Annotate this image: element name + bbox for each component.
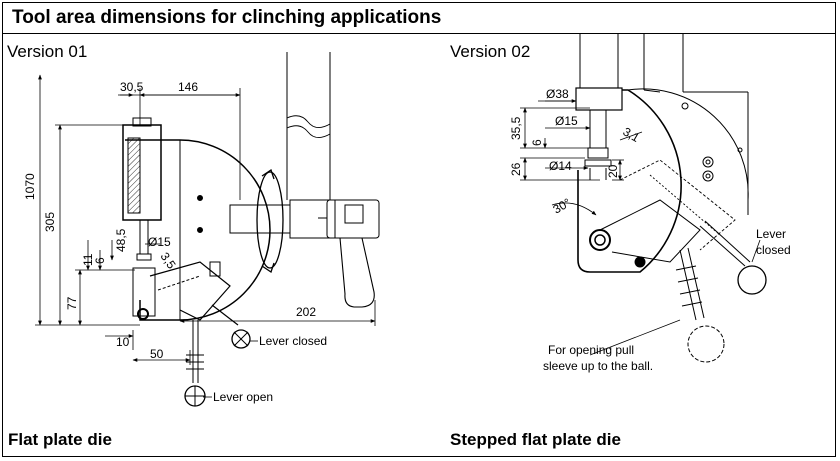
dim-26: 26: [509, 162, 523, 176]
version-02-dimensions: [520, 99, 761, 356]
caption-flat-plate-die: Flat plate die: [8, 430, 112, 449]
dim-3-1: 3,1: [621, 124, 643, 145]
version-01-dimensions: [35, 74, 376, 398]
outer-frame: [2, 2, 836, 457]
dim-77: 77: [65, 296, 79, 310]
dim-11: 11: [81, 253, 95, 266]
note-line-2: sleeve up to the ball.: [543, 359, 653, 373]
dim-dia-14: Ø14: [549, 159, 572, 173]
dim-30-5: 30,5: [120, 80, 144, 94]
dim-6-v2: 6: [530, 139, 544, 146]
page-title: Tool area dimensions for clinching appli…: [12, 7, 442, 28]
dim-dia-15: Ø15: [148, 235, 171, 249]
version-02-drawing: [520, 33, 767, 363]
note-line-1: For opening pull: [548, 343, 634, 357]
dim-20: 20: [606, 164, 620, 178]
version-01-drawing: [35, 52, 380, 407]
dim-305: 305: [43, 212, 57, 232]
dim-35-5: 35,5: [509, 116, 523, 140]
title-bar: Tool area dimensions for clinching appli…: [3, 3, 835, 34]
dim-30-degrees: 30°: [551, 195, 574, 216]
dim-202: 202: [296, 305, 316, 319]
version-02-labels: Ø38 35,5 Ø15 6 3,1 26 Ø14 20 30° Lever c…: [509, 87, 791, 373]
dim-dia-15-v2: Ø15: [555, 114, 578, 128]
version-02-label: Version 02: [450, 42, 531, 61]
dim-48-5: 48,5: [114, 228, 128, 252]
dim-1070: 1070: [23, 173, 37, 200]
caption-stepped-flat-plate-die: Stepped flat plate die: [450, 430, 621, 449]
dim-50: 50: [150, 347, 164, 361]
label-closed: closed: [756, 243, 791, 257]
label-lever-closed: Lever closed: [259, 334, 327, 348]
label-lever: Lever: [756, 227, 786, 241]
dim-10: 10: [116, 335, 130, 349]
dim-146: 146: [178, 80, 198, 94]
dim-dia-38: Ø38: [546, 87, 569, 101]
version-01-label: Version 01: [7, 42, 88, 61]
label-lever-open: Lever open: [213, 390, 273, 404]
dim-6: 6: [93, 257, 107, 264]
